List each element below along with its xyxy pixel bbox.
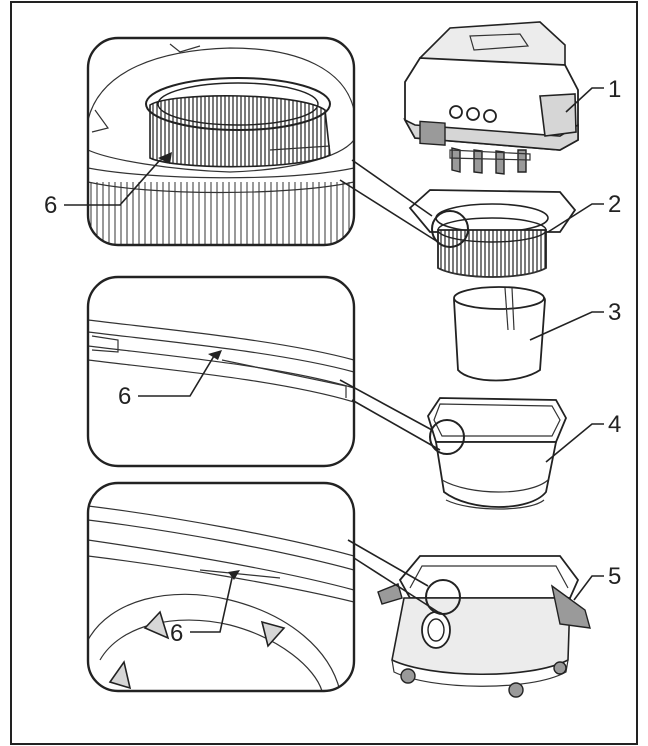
leader-5 bbox=[573, 575, 604, 601]
leader-4 bbox=[545, 423, 604, 463]
callout-2: 2 bbox=[608, 191, 621, 218]
detail-panel-bottom-border bbox=[86, 481, 356, 693]
leader-3 bbox=[529, 311, 604, 341]
part-tank bbox=[377, 555, 591, 698]
connector-bottom bbox=[347, 539, 429, 587]
connector-bottom-2 bbox=[353, 557, 439, 613]
detail-panel-bottom bbox=[86, 481, 356, 693]
connector-middle-2 bbox=[351, 399, 441, 451]
callout-6-bottom: 6 bbox=[170, 620, 183, 647]
leader-6-bottom bbox=[190, 577, 233, 633]
leader-2 bbox=[547, 203, 604, 233]
callout-4: 4 bbox=[608, 411, 621, 438]
leader-6-top bbox=[64, 159, 161, 206]
callout-3: 3 bbox=[608, 299, 621, 326]
connector-middle bbox=[339, 379, 433, 431]
part-motor-head bbox=[403, 21, 579, 175]
part-sleeve bbox=[453, 286, 546, 382]
leader-6-middle bbox=[138, 355, 215, 397]
detail-panel-top-border bbox=[86, 36, 356, 247]
part-dust-bag bbox=[427, 397, 567, 510]
page-border bbox=[10, 1, 638, 745]
leader-1 bbox=[565, 87, 604, 113]
detail-panel-middle bbox=[86, 275, 356, 468]
part-filter bbox=[408, 189, 577, 278]
detail-marker-tank bbox=[425, 579, 461, 615]
connector-top-2 bbox=[339, 179, 439, 243]
detail-panel-top bbox=[86, 36, 356, 247]
callout-6-middle: 6 bbox=[118, 383, 131, 410]
callout-6-top: 6 bbox=[44, 192, 57, 219]
connector-top bbox=[351, 159, 433, 217]
callout-5: 5 bbox=[608, 563, 621, 590]
detail-marker-bag bbox=[429, 419, 465, 455]
detail-panel-middle-border bbox=[86, 275, 356, 468]
detail-marker-filter bbox=[431, 210, 469, 248]
callout-1: 1 bbox=[608, 76, 621, 103]
